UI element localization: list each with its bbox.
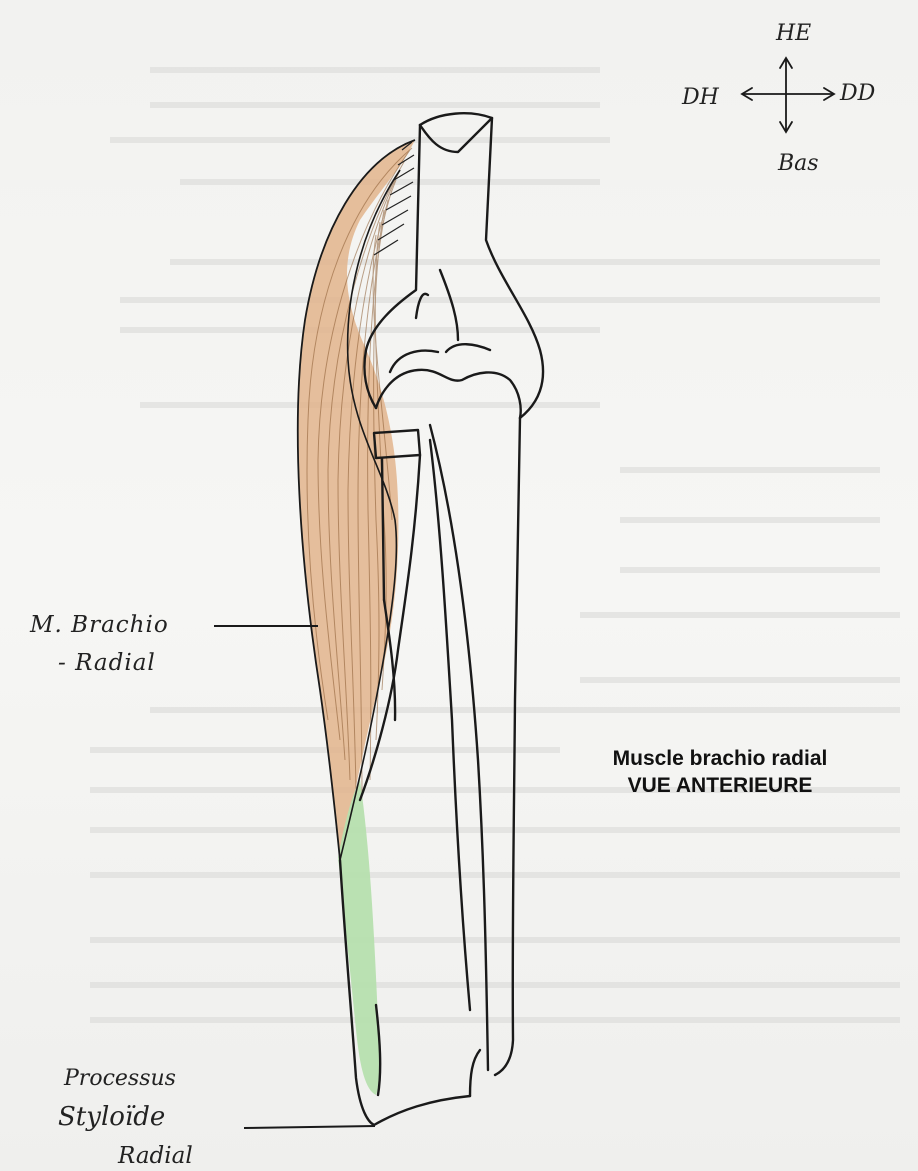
diagram-caption: Muscle brachio radial VUE ANTERIEURE [560,745,880,799]
caption-subtitle: VUE ANTERIEURE [560,772,880,799]
orientation-right-label: DD [839,81,876,106]
orientation-compass [742,58,834,132]
styloid-label-line3: Radial [117,1143,193,1169]
caption-title: Muscle brachio radial [560,745,880,772]
orientation-left-label: DH [681,85,720,110]
orientation-down-label: Bas [777,151,819,176]
styloid-label-line1: Processus [63,1066,176,1091]
background-print-ghost [90,70,900,1020]
orientation-up-label: HE [775,21,811,46]
muscle-label-line1: M. Brachio [29,612,169,638]
styloid-leader-line [244,1126,375,1128]
styloid-label-line2: Styloïde [58,1102,165,1132]
muscle-label-line2: - Radial [58,650,156,676]
